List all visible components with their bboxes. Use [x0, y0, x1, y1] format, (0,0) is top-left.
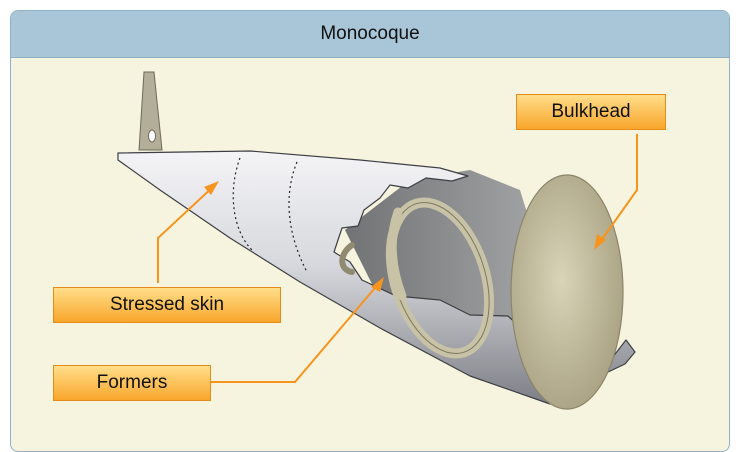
- leader-arrowheads: [204, 181, 606, 292]
- formers-label: Formers: [53, 365, 211, 401]
- bulkhead-disc-icon: [510, 174, 624, 410]
- bulkhead-label: Bulkhead: [516, 94, 666, 130]
- monocoque-illustration: [117, 71, 638, 410]
- former-ring-icon: [339, 197, 495, 359]
- tail-fin-icon: [138, 71, 163, 151]
- leader-lines: [157, 134, 638, 383]
- stressed-skin-label: Stressed skin: [53, 287, 281, 323]
- diagram-title: Monocoque: [11, 11, 729, 58]
